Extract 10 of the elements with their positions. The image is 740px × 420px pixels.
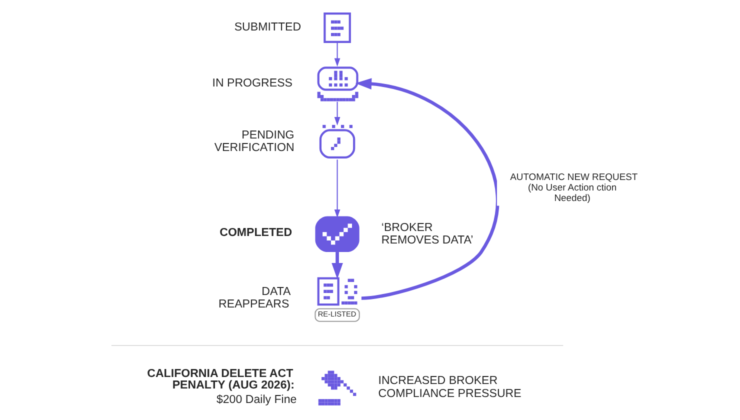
node-label: CALIFORNIA DELETE ACT PENALTY (AUG 2026): [147,368,294,392]
node-label: PENDING VERIFICATION [214,129,294,154]
node-label: IN PROGRESS [212,77,292,90]
node-label: DATA REAPPEARS [218,286,291,310]
edge-label: AUTOMATIC NEW REQUEST (No User Action ction Needed) [510,172,638,204]
node-label: ‘BROKER REMOVES DATA’ [381,222,474,246]
node-label: INCREASED BROKER COMPLIANCE PRESSURE [378,375,522,400]
node-label: $200 Daily Fine [216,394,297,406]
node-label: COMPLETED [220,227,292,240]
node-label: SUBMITTED [234,22,302,34]
